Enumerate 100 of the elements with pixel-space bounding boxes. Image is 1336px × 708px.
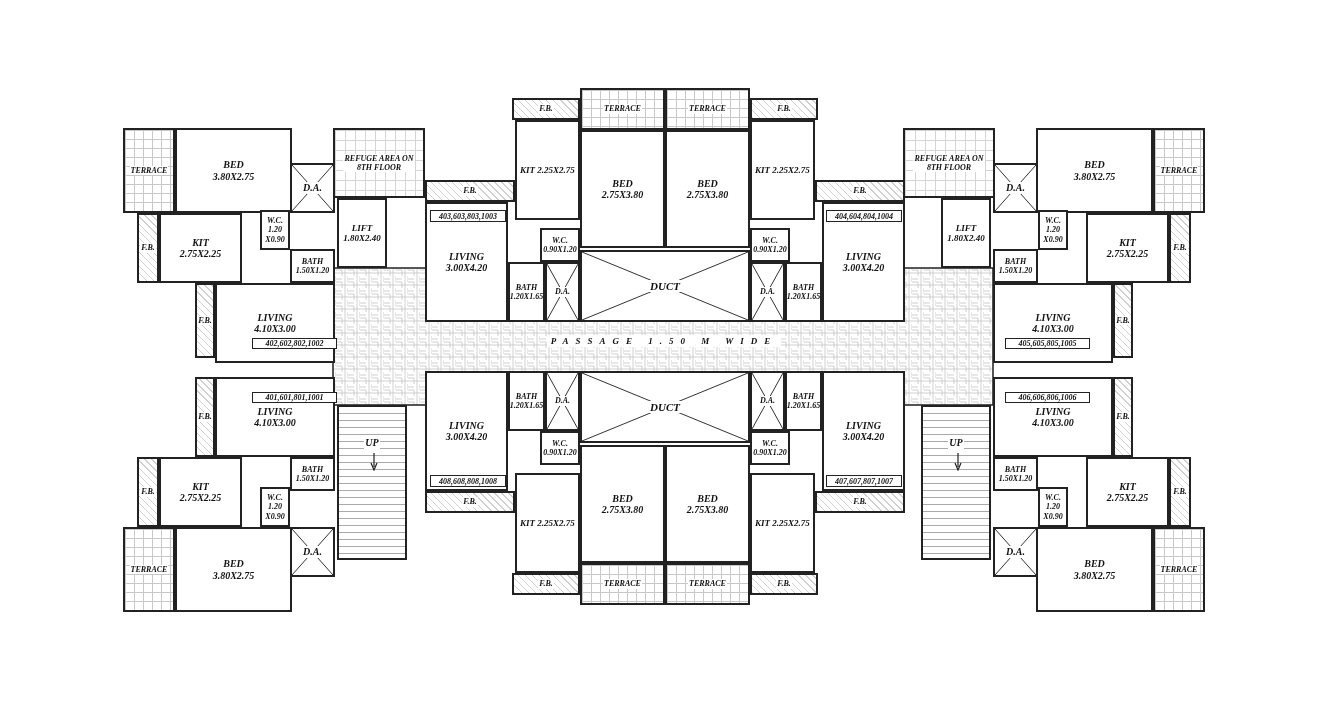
unit-number-tag: 401,601,801,1001 [252, 392, 337, 403]
room-label: F.B. [538, 579, 554, 589]
bedroom [175, 128, 292, 213]
flower-bed [425, 491, 515, 513]
room-label: D.A. [302, 182, 323, 194]
room-label: LIVING 3.00X4.20 [444, 250, 489, 274]
refuge-area [333, 128, 425, 198]
flower-bed [512, 573, 580, 595]
room-label: BED 2.75X3.80 [685, 492, 730, 516]
room-label: D.A. [1005, 182, 1026, 194]
living-room [215, 377, 335, 457]
room-label: F.B. [1115, 315, 1131, 326]
room-label: D.A. [1005, 546, 1026, 558]
room-label: KIT 2.75X2.25 [178, 236, 223, 260]
room-label: BATH 1.20X1.65 [786, 391, 821, 411]
room-label: F.B. [776, 579, 792, 589]
flower-bed [1113, 377, 1133, 457]
room-label: D.A. [302, 546, 323, 558]
room-label: BATH 1.20X1.65 [509, 282, 544, 302]
duct-area [290, 163, 335, 213]
room-label: DUCT [649, 400, 681, 414]
toilet [260, 487, 290, 527]
room-label: LIVING 3.00X4.20 [444, 419, 489, 443]
room-label: D.A. [758, 396, 777, 406]
terrace [665, 563, 750, 605]
room-label: BATH 1.20X1.65 [786, 282, 821, 302]
flower-bed [195, 377, 215, 457]
room-label: UP [364, 437, 380, 449]
terrace [123, 527, 175, 612]
room-label: F.B. [1115, 412, 1131, 422]
flower-bed [1169, 457, 1191, 527]
room-label: KIT 2.75X2.25 [1105, 480, 1150, 504]
staircase [921, 405, 991, 560]
unit-number-tag: 403,603,803,1003 [430, 210, 506, 222]
room-label: LIVING 4.10X3.00 [253, 311, 297, 335]
room-label: BED 3.80X2.75 [211, 558, 256, 581]
room-label: KIT 2.75X2.25 [178, 480, 223, 504]
bathroom [785, 371, 822, 431]
room-label: KIT 2.25X2.75 [520, 517, 575, 529]
room-label: LIVING 3.00X4.20 [841, 250, 886, 274]
room-label: TERRACE [129, 564, 169, 575]
room-label: D.A. [758, 287, 777, 297]
unit-number-tag: 404,604,804,1004 [826, 210, 902, 222]
bedroom [1036, 527, 1153, 612]
room-label: KIT 2.25X2.75 [520, 164, 575, 176]
kitchen [159, 457, 242, 527]
staircase [337, 405, 407, 560]
room-label: KIT 2.25X2.75 [755, 164, 810, 176]
bathroom [508, 262, 545, 322]
room-label: DUCT [649, 279, 681, 293]
bedroom [580, 130, 665, 248]
unit-number-tag: 405,605,805,1005 [1005, 338, 1090, 349]
flower-bed [750, 98, 818, 120]
room-label: TERRACE [603, 579, 642, 589]
room-label: F.B. [140, 487, 156, 497]
flower-bed [195, 283, 215, 358]
room-label: TERRACE [688, 104, 727, 114]
bedroom [1036, 128, 1153, 213]
lift [337, 198, 387, 268]
bedroom [665, 445, 750, 563]
terrace [1153, 527, 1205, 612]
refuge-area [903, 128, 995, 198]
room-label: LIFT 1.80X2.40 [342, 222, 382, 244]
bedroom [175, 527, 292, 612]
bedroom [665, 130, 750, 248]
toilet [260, 210, 290, 250]
terrace [1153, 128, 1205, 213]
unit-number-tag: 407,607,807,1007 [826, 475, 902, 487]
flower-bed [137, 213, 159, 283]
room-label: REFUGE AREA ON 8TH FLOOR [913, 153, 985, 173]
kitchen [750, 120, 815, 220]
room-label: F.B. [852, 497, 868, 507]
room-label: LIVING 4.10X3.00 [253, 405, 297, 429]
room-label: D.A. [553, 287, 572, 297]
room-label: F.B. [462, 497, 478, 507]
toilet [540, 228, 580, 262]
flower-bed [512, 98, 580, 120]
room-label: BATH 1.50X1.20 [294, 256, 331, 276]
room-label: BED 3.80X2.75 [1072, 558, 1117, 581]
toilet [540, 431, 580, 465]
room-label: BATH 1.50X1.20 [294, 464, 331, 484]
bedroom [580, 445, 665, 563]
bathroom [993, 457, 1038, 491]
living-room [993, 283, 1113, 363]
duct-area [750, 371, 785, 431]
unit-number-tag: 406,606,806,1006 [1005, 392, 1090, 403]
duct-shaft [580, 371, 750, 443]
kitchen [750, 473, 815, 573]
room-label: D.A. [553, 396, 572, 406]
room-label: UP [948, 437, 964, 449]
room-label: LIVING 3.00X4.20 [841, 419, 886, 443]
room-label: REFUGE AREA ON 8TH FLOOR [343, 153, 415, 173]
room-label: LIFT 1.80X2.40 [946, 222, 986, 244]
duct-area [993, 163, 1038, 213]
unit-number-tag: 408,608,808,1008 [430, 475, 506, 487]
living-room [425, 371, 508, 491]
toilet [750, 431, 790, 465]
room-label: F.B. [197, 315, 213, 326]
duct-area [290, 527, 335, 577]
room-label: TERRACE [688, 579, 727, 589]
